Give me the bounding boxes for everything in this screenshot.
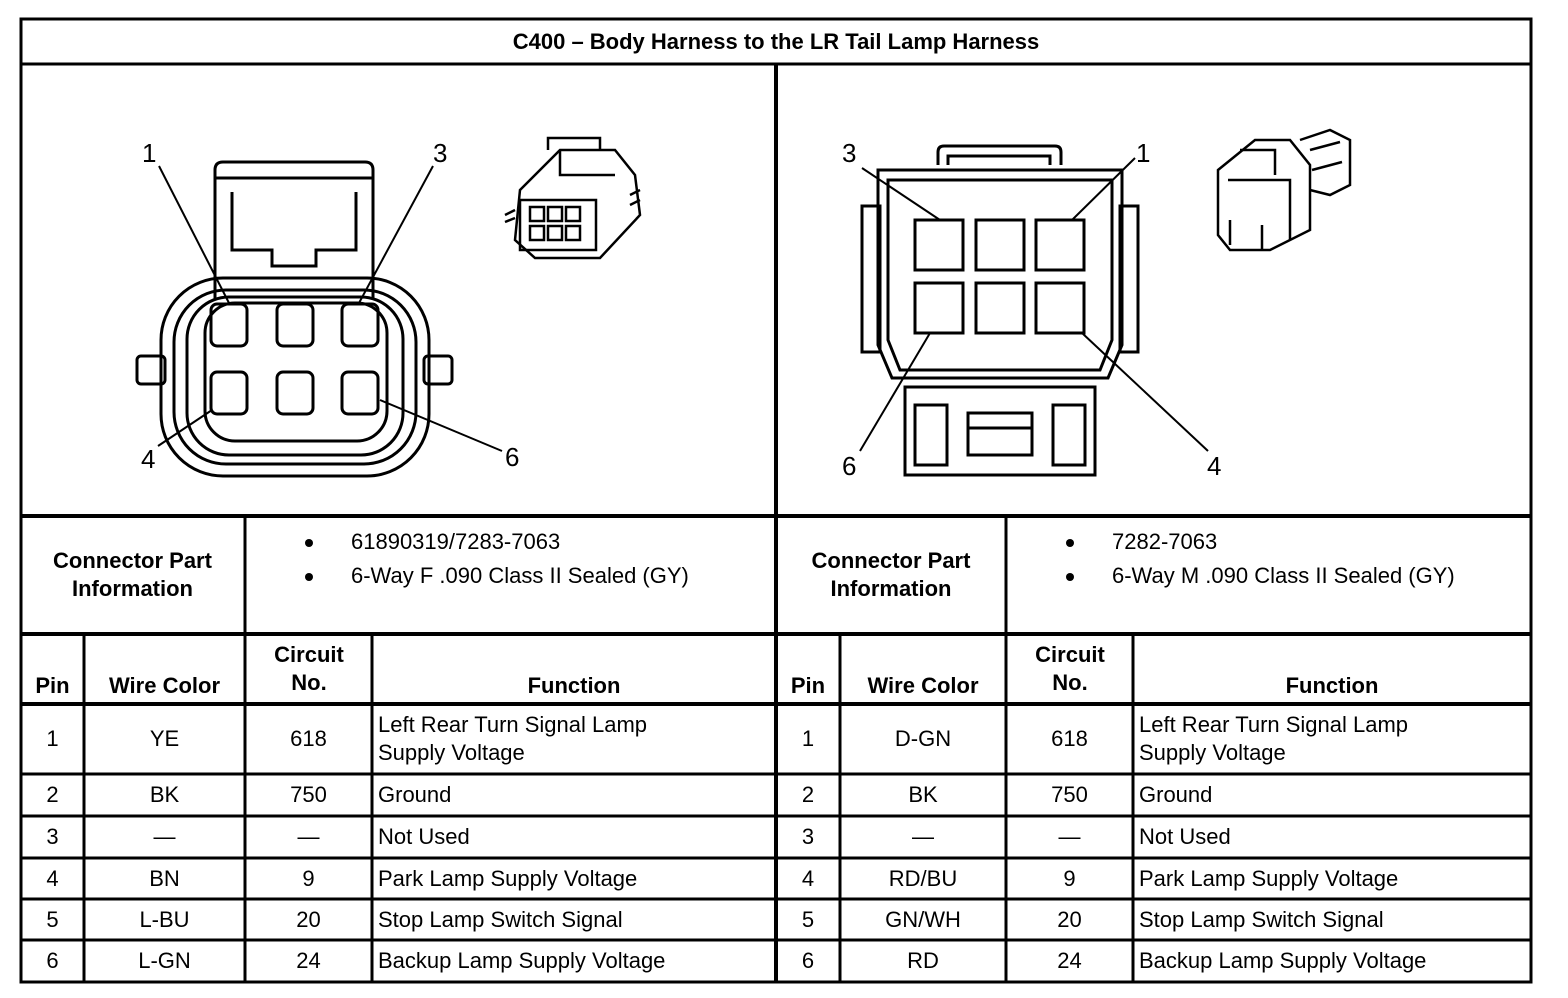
part-description: 6-Way M .090 Class II Sealed (GY) xyxy=(1112,563,1455,588)
function-cell: Park Lamp Supply Voltage xyxy=(1139,865,1399,891)
function-cell: Stop Lamp Switch Signal xyxy=(1139,906,1384,932)
col-header-circuit: Circuit No. xyxy=(1035,642,1105,695)
pin-cell: 4 xyxy=(46,865,59,891)
callout-pin-3: 3 xyxy=(842,138,857,168)
connector-info-label: Connector Part Information xyxy=(811,548,971,601)
function-cell: Ground xyxy=(1139,782,1213,807)
callout-pin-1: 1 xyxy=(142,138,157,168)
circuit-cell: — xyxy=(297,824,320,849)
callout-pin-6: 6 xyxy=(842,451,857,481)
wire-color-cell: — xyxy=(153,824,176,849)
wire-color-cell: BK xyxy=(908,782,938,807)
pin-cell: 3 xyxy=(801,824,815,849)
col-header-pin: Pin xyxy=(35,673,70,698)
function-cell: Not Used xyxy=(1139,824,1231,849)
callout-pin-4: 4 xyxy=(141,444,156,474)
male-connector-isometric xyxy=(1216,128,1352,252)
circuit-cell: 750 xyxy=(290,782,327,807)
wire-color-cell: D-GN xyxy=(894,726,952,751)
female-callout-leaders xyxy=(157,165,503,452)
callout-pin-4: 4 xyxy=(1207,451,1222,481)
circuit-cell: 24 xyxy=(296,948,321,973)
bullet-icon xyxy=(1066,539,1074,547)
pin-cell: 2 xyxy=(801,782,815,807)
circuit-cell: 750 xyxy=(1051,782,1088,807)
part-description: 6-Way F .090 Class II Sealed (GY) xyxy=(351,563,689,588)
pin-cell: 2 xyxy=(46,782,59,807)
callout-pin-1: 1 xyxy=(1136,138,1151,168)
col-header-function: Function xyxy=(527,673,621,698)
pin-cell: 6 xyxy=(46,948,59,973)
circuit-cell: 20 xyxy=(1057,906,1082,932)
col-header-pin: Pin xyxy=(790,673,826,698)
pin-cell: 1 xyxy=(801,726,815,751)
female-connector-isometric xyxy=(504,136,642,260)
wire-color-cell: BK xyxy=(149,782,180,807)
part-number: 61890319/7283-7063 xyxy=(351,529,561,554)
pin-cell: 1 xyxy=(46,726,59,751)
function-cell: Backup Lamp Supply Voltage xyxy=(1139,948,1427,973)
function-cell: Left Rear Turn Signal Lamp Supply Voltag… xyxy=(378,712,648,765)
part-number: 7282-7063 xyxy=(1112,529,1218,554)
pin-cell: 6 xyxy=(801,948,815,973)
circuit-cell: 24 xyxy=(1057,948,1082,973)
table-grid xyxy=(19,17,1533,984)
wire-color-cell: GN/WH xyxy=(885,906,961,932)
function-cell: Not Used xyxy=(378,824,470,849)
wire-color-cell: L-GN xyxy=(138,948,191,973)
male-callout-leaders xyxy=(859,157,1209,452)
wire-color-cell: L-BU xyxy=(139,906,190,932)
function-cell: Stop Lamp Switch Signal xyxy=(378,906,623,932)
circuit-cell: 618 xyxy=(1051,726,1088,751)
col-header-wire-color: Wire Color xyxy=(108,673,221,698)
connector-info-label: Connector Part Information xyxy=(53,548,212,601)
pin-cell: 5 xyxy=(46,906,59,932)
wire-color-cell: YE xyxy=(149,726,180,751)
bullet-icon xyxy=(305,573,313,581)
circuit-cell: 20 xyxy=(296,906,321,932)
circuit-cell: 9 xyxy=(1063,865,1076,891)
col-header-wire-color: Wire Color xyxy=(867,673,979,698)
callout-pin-3: 3 xyxy=(433,138,448,168)
function-cell: Ground xyxy=(378,782,452,807)
circuit-cell: 9 xyxy=(302,865,315,891)
wire-color-cell: BN xyxy=(149,865,180,891)
bullet-icon xyxy=(1066,573,1074,581)
bullet-icon xyxy=(305,539,313,547)
pin-cell: 3 xyxy=(46,824,59,849)
callout-pin-6: 6 xyxy=(505,442,520,472)
function-cell: Park Lamp Supply Voltage xyxy=(378,865,638,891)
circuit-cell: 618 xyxy=(290,726,327,751)
pin-cell: 5 xyxy=(801,906,815,932)
col-header-function: Function xyxy=(1285,673,1379,698)
page-title: C400 – Body Harness to the LR Tail Lamp … xyxy=(512,28,1040,54)
col-header-circuit: Circuit No. xyxy=(274,642,344,695)
wire-color-cell: RD/BU xyxy=(888,865,958,891)
wire-color-cell: RD xyxy=(907,948,939,973)
function-cell: Backup Lamp Supply Voltage xyxy=(378,948,666,973)
wire-color-cell: — xyxy=(912,824,934,849)
female-connector-face xyxy=(135,160,454,478)
function-cell: Left Rear Turn Signal Lamp Supply Voltag… xyxy=(1139,712,1409,765)
pin-cell: 4 xyxy=(801,865,815,891)
circuit-cell: — xyxy=(1058,824,1081,849)
